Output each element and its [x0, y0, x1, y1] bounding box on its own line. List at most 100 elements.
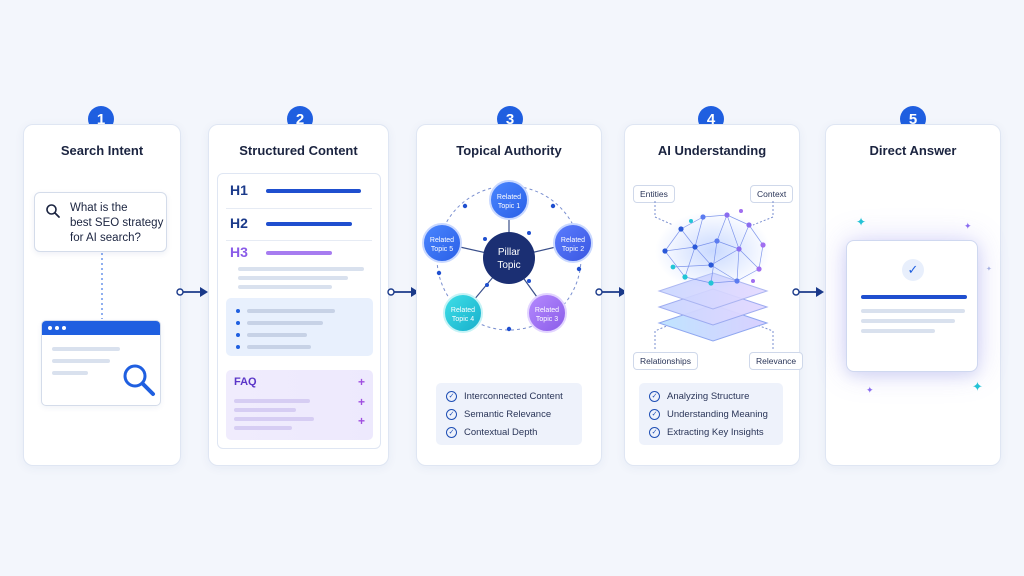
flow-arrow-icon	[595, 287, 627, 297]
faq-expand-icon: +	[357, 414, 365, 428]
browser-dot	[55, 326, 59, 330]
card-title: Structured Content	[239, 143, 358, 158]
card-title: Search Intent	[60, 143, 144, 158]
related-topic-1-node	[489, 180, 529, 220]
related-3-line-1: Related	[535, 307, 559, 314]
brain-glow	[655, 211, 771, 291]
bullet-dot	[236, 333, 240, 337]
pillar-topic-node	[483, 232, 535, 284]
h2-bar	[266, 222, 352, 226]
placeholder-line	[247, 309, 335, 313]
answer-card: ✓	[846, 240, 978, 372]
neural-brain-illustration	[654, 201, 774, 349]
pillar-line-1: Pillar	[498, 247, 521, 258]
search-query-text: What is the best SEO strategy for AI sea…	[70, 201, 170, 246]
dotted-connector	[101, 253, 103, 319]
tag-connectors	[654, 201, 774, 349]
check-item: ✓Extracting Key Insights	[649, 427, 764, 438]
placeholder-line	[238, 285, 332, 289]
check-item-label: Interconnected Content	[464, 391, 563, 402]
check-icon: ✓	[446, 391, 457, 402]
related-4-line-2: Topic 4	[452, 316, 474, 323]
flow-arrow-icon	[176, 287, 208, 297]
browser-dot	[62, 326, 66, 330]
check-item: ✓Contextual Depth	[446, 427, 537, 438]
placeholder-line	[238, 267, 364, 271]
check-item: ✓ Interconnected Content	[446, 391, 563, 402]
card-structured-content: Structured Content H1 H2 H3 FAQ + +	[208, 124, 389, 466]
related-4-line-1: Related	[451, 307, 475, 314]
check-icon: ✓	[902, 259, 924, 281]
placeholder-line	[52, 371, 88, 375]
related-topic-4-node	[443, 293, 483, 333]
divider	[226, 240, 372, 241]
placeholder-line	[52, 359, 110, 363]
faq-label: FAQ	[234, 376, 257, 388]
related-1-line-2: Topic 1	[498, 203, 520, 210]
query-line: for AI search?	[70, 232, 141, 244]
h3-bar	[266, 251, 332, 255]
card-title: AI Understanding	[657, 143, 767, 158]
placeholder-line	[234, 417, 314, 421]
card-title: Topical Authority	[456, 143, 562, 158]
placeholder-line	[238, 276, 348, 280]
related-2-line-2: Topic 2	[562, 246, 584, 253]
card-title: Direct Answer	[869, 143, 957, 158]
check-icon: ✓	[649, 409, 660, 420]
placeholder-line	[247, 333, 307, 337]
browser-window	[41, 320, 161, 406]
check-item: ✓Semantic Relevance	[446, 409, 551, 420]
placeholder-line	[247, 345, 311, 349]
related-1-line-1: Related	[497, 194, 521, 201]
query-line: best SEO strategy	[70, 217, 164, 229]
flow-arrow-icon	[792, 287, 824, 297]
placeholder-line	[861, 319, 955, 323]
sparkle-icon: ✦	[866, 385, 874, 395]
bullet-list	[226, 298, 373, 356]
tag-relevance: Relevance	[749, 352, 804, 370]
check-icon: ✓	[649, 427, 660, 438]
answer-headline-bar	[861, 295, 967, 299]
related-5-line-2: Topic 5	[431, 246, 453, 253]
check-item-label: Analyzing Structure	[667, 391, 750, 402]
query-line: What is the	[70, 202, 128, 214]
structured-document: H1 H2 H3 FAQ + + +	[217, 173, 381, 449]
search-icon	[46, 204, 60, 218]
related-topic-2-node	[553, 223, 593, 263]
network-links	[664, 214, 764, 284]
check-icon: ✓	[446, 409, 457, 420]
tag-context: Context	[750, 185, 794, 203]
heading-h2-label: H2	[230, 215, 248, 231]
flow-arrow-icon	[387, 287, 419, 297]
placeholder-line	[234, 399, 310, 403]
placeholder-line	[234, 408, 296, 412]
faq-expand-icon: +	[357, 395, 365, 409]
check-item-label: Understanding Meaning	[667, 409, 768, 420]
placeholder-line	[247, 321, 323, 325]
placeholder-line	[52, 347, 120, 351]
ai-checklist: ✓ Analyzing Structure ✓ Understanding Mean…	[639, 383, 783, 445]
card-direct-answer: Direct Answer ✦ ✦ ✦ ✦ ✦ ✓	[825, 124, 1001, 466]
sparkle-icon: ✦	[964, 221, 972, 231]
related-topic-3-node	[527, 293, 567, 333]
check-icon: ✓	[649, 391, 660, 402]
sparkle-icon: ✦	[986, 266, 992, 273]
card-topical-authority: Topical Authority Pillar Topic	[416, 124, 602, 466]
card-ai-understanding: AI Understanding Entities Context Relati…	[624, 124, 804, 466]
check-item: ✓ Analyzing Structure	[649, 391, 749, 402]
related-3-line-2: Topic 3	[536, 316, 558, 323]
divider	[226, 208, 372, 209]
magnifier-icon	[123, 364, 155, 396]
heading-h1-label: H1	[230, 182, 248, 198]
ring-dots	[436, 203, 582, 332]
placeholder-line	[861, 329, 935, 333]
bullet-dot	[236, 345, 240, 349]
pillar-line-2: Topic	[497, 260, 520, 271]
h1-bar	[266, 189, 361, 193]
card-search-intent: Search Intent What is the best SEO strat…	[23, 124, 181, 466]
related-topic-5-node	[422, 223, 462, 263]
browser-title-bar	[42, 321, 160, 335]
tag-entities: Entities	[633, 185, 675, 203]
related-2-line-1: Related	[561, 237, 585, 244]
heading-h3-label: H3	[230, 244, 248, 260]
